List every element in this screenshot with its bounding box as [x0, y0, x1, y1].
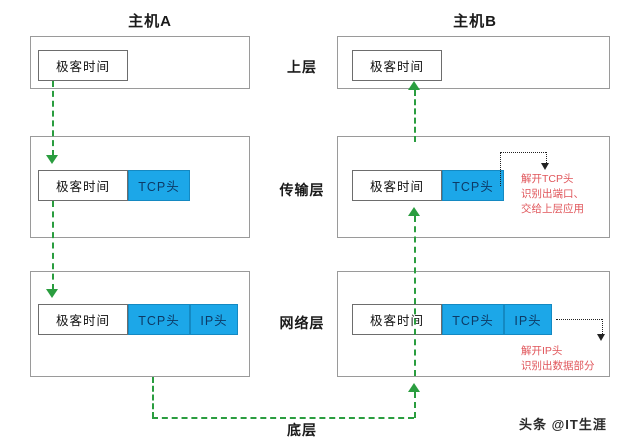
host-a-title: 主机A	[128, 13, 172, 30]
annotation-transport-line-2: 识别出端口、	[521, 188, 584, 200]
packet-segment-tcp-header: TCP头	[442, 304, 504, 335]
flow-arrow-a-transport	[46, 155, 58, 164]
annotation-network-note: 解开IP头 识别出数据部分	[521, 344, 595, 374]
packet-host-a-transport: 极客时间 TCP头	[38, 170, 190, 201]
flow-line-b-network-to-transport	[414, 216, 416, 376]
packet-segment-payload: 极客时间	[352, 170, 442, 201]
packet-host-b-transport: 极客时间 TCP头	[352, 170, 504, 201]
flow-line-bottom-to-b-network	[414, 392, 416, 418]
layer-label-network: 网络层	[279, 315, 325, 331]
packet-segment-ip-header: IP头	[504, 304, 552, 335]
flow-line-b-transport-to-upper	[414, 90, 416, 142]
flow-line-a-network-to-bottom	[152, 377, 154, 418]
layer-label-bottom: 底层	[287, 422, 317, 438]
packet-segment-tcp-header: TCP头	[442, 170, 504, 201]
annotation-leader-transport-horizontal	[500, 152, 546, 153]
layer-label-upper: 上层	[287, 59, 317, 75]
packet-host-a-upper: 极客时间	[38, 50, 128, 81]
flow-arrow-b-transport	[408, 207, 420, 216]
annotation-leader-transport-vertical-right	[546, 152, 547, 165]
packet-segment-payload: 极客时间	[352, 304, 442, 335]
packet-segment-payload: 极客时间	[38, 304, 128, 335]
packet-segment-tcp-header: TCP头	[128, 304, 190, 335]
annotation-leader-network-horizontal	[556, 319, 602, 320]
flow-line-a-transport-to-network	[52, 201, 54, 290]
packet-segment-tcp-header: TCP头	[128, 170, 190, 201]
flow-line-bottom-horizontal	[152, 417, 414, 419]
flow-line-a-upper-to-transport	[52, 81, 54, 156]
flow-arrow-a-network	[46, 289, 58, 298]
annotation-leader-transport-vertical-left	[500, 152, 501, 186]
packet-host-b-network: 极客时间 TCP头 IP头	[352, 304, 552, 335]
flow-arrow-b-network	[408, 383, 420, 392]
layer-label-transport: 传输层	[279, 182, 325, 198]
packet-host-b-upper: 极客时间	[352, 50, 442, 81]
packet-segment-ip-header: IP头	[190, 304, 238, 335]
annotation-arrow-network	[597, 334, 605, 341]
packet-segment-payload: 极客时间	[38, 50, 128, 81]
packet-segment-payload: 极客时间	[38, 170, 128, 201]
annotation-transport-line-3: 交给上层应用	[521, 203, 584, 215]
annotation-network-line-1: 解开IP头	[521, 345, 563, 357]
packet-host-a-network: 极客时间 TCP头 IP头	[38, 304, 238, 335]
flow-arrow-b-upper	[408, 81, 420, 90]
host-b-title: 主机B	[453, 13, 497, 30]
annotation-arrow-transport	[541, 163, 549, 170]
annotation-transport-note: 解开TCP头 识别出端口、 交给上层应用	[521, 172, 584, 217]
footer-watermark: 头条 @IT生涯	[519, 417, 607, 432]
annotation-network-line-2: 识别出数据部分	[521, 360, 595, 372]
annotation-leader-network-vertical	[602, 319, 603, 336]
packet-segment-payload: 极客时间	[352, 50, 442, 81]
annotation-transport-line-1: 解开TCP头	[521, 173, 574, 185]
